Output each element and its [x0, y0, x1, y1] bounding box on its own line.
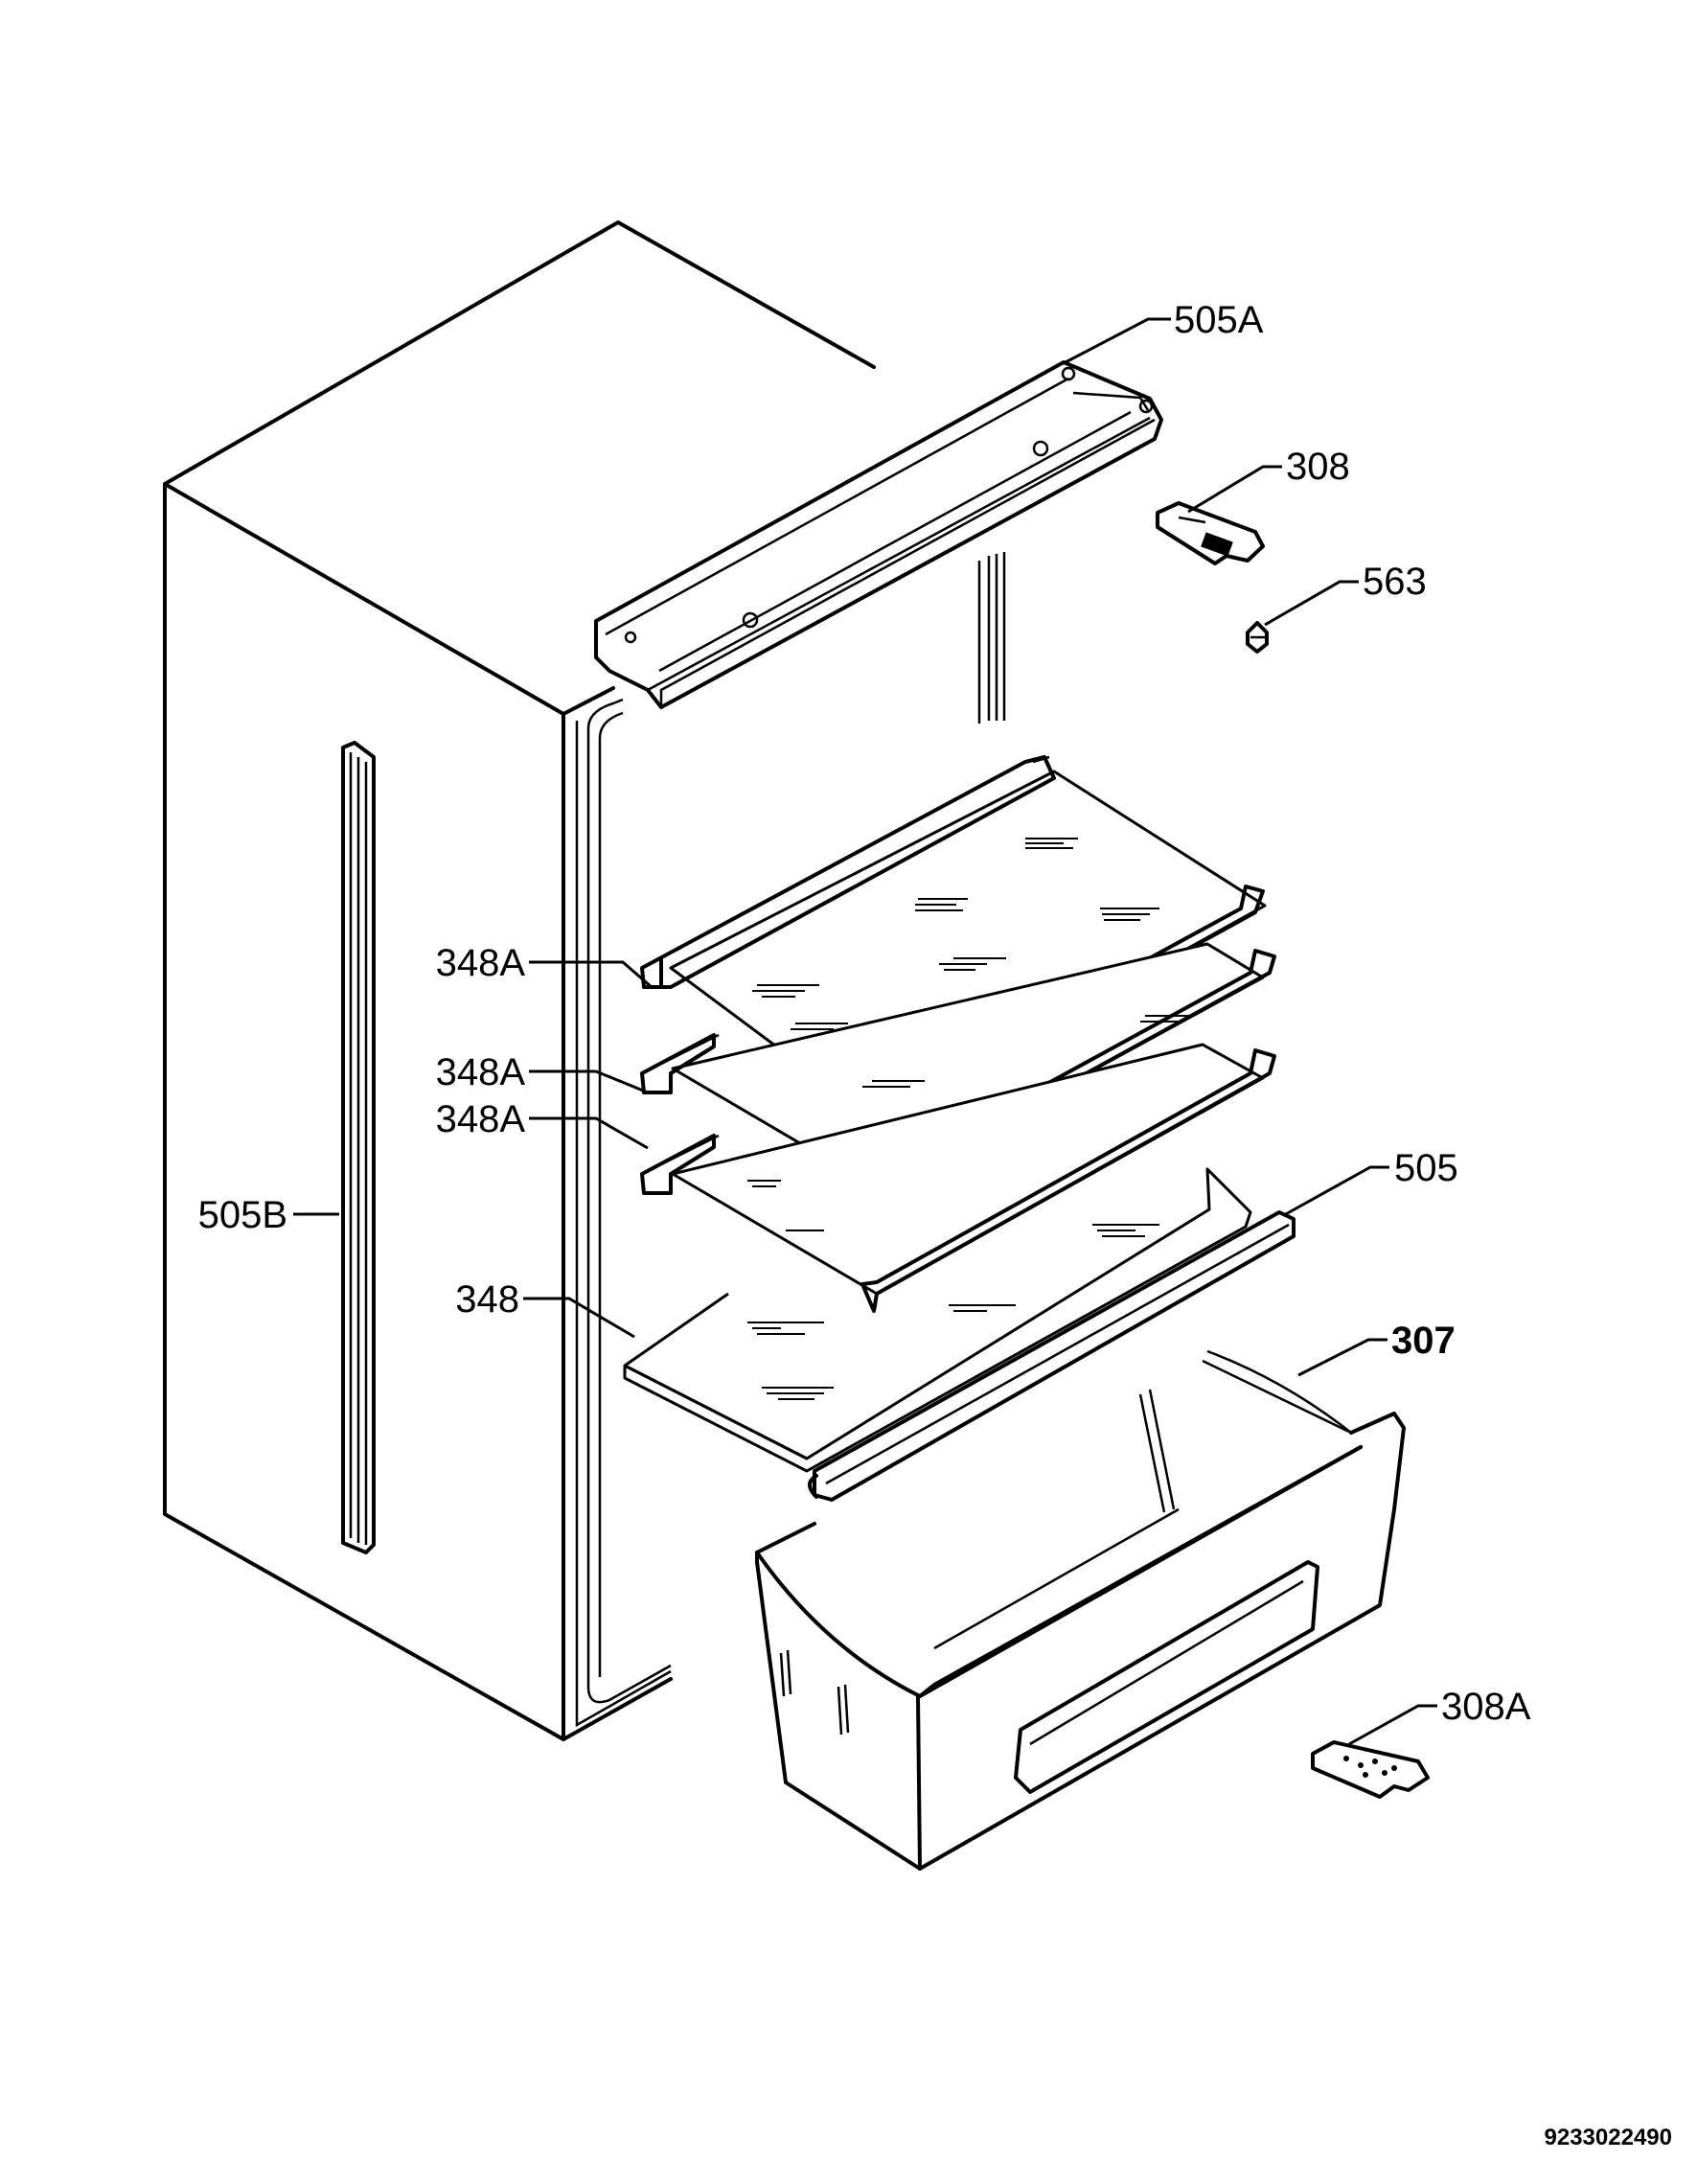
- shelf-348a-bottom: [640, 1043, 1276, 1313]
- label-348: 348: [455, 1278, 519, 1321]
- label-348a-2: 348A: [436, 1051, 526, 1093]
- cabinet: [163, 220, 1006, 1741]
- label-307: 307: [1391, 1320, 1456, 1362]
- leader-lines: [293, 317, 1437, 1746]
- label-505b: 505B: [198, 1194, 287, 1236]
- screw-563: [1246, 621, 1269, 654]
- label-308: 308: [1286, 446, 1350, 488]
- hinge-308: [1156, 501, 1265, 565]
- gasket-505b: [341, 741, 376, 1554]
- label-505a: 505A: [1174, 299, 1264, 341]
- drawing-reference-number: 9233022490: [1545, 2125, 1672, 2150]
- label-505: 505: [1394, 1147, 1458, 1189]
- gasket-505: [808, 1210, 1296, 1502]
- crisper-drawer-307: [755, 1349, 1406, 1871]
- shelf-348a-middle: [640, 942, 1276, 1207]
- glass-plate-348: [623, 1167, 1252, 1473]
- rail-505a: [594, 360, 1163, 709]
- label-563: 563: [1363, 561, 1427, 603]
- hinge-308a: [1311, 1740, 1430, 1799]
- label-308a: 308A: [1441, 1686, 1531, 1728]
- part-labels: 505A 308 563 348A 348A 348A 505B 505 348…: [198, 299, 1531, 1728]
- label-348a-1: 348A: [436, 942, 526, 984]
- label-348a-3: 348A: [436, 1098, 526, 1140]
